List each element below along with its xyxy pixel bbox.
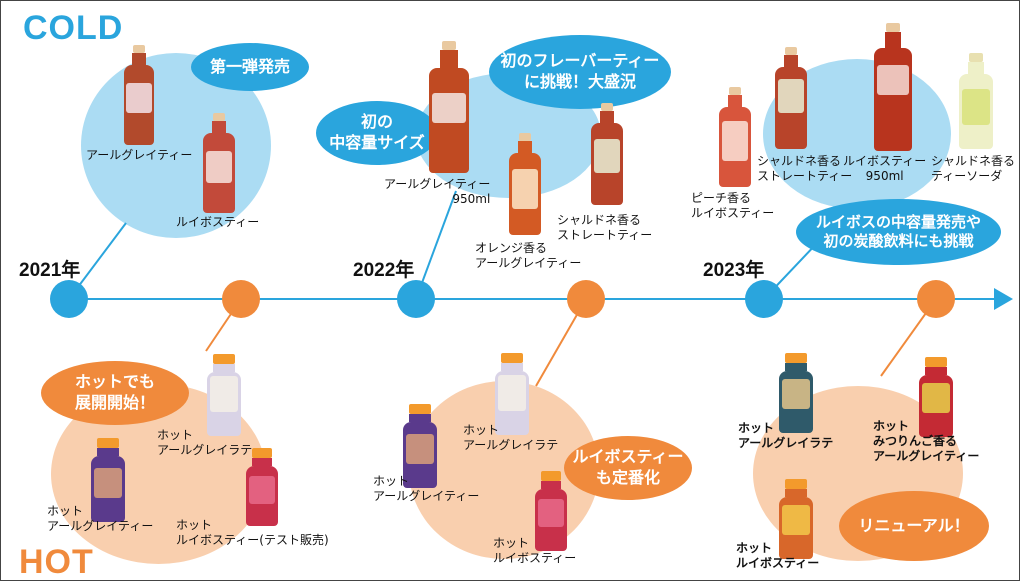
bubble-cold-2023: ルイボスの中容量発売や 初の炭酸飲料にも挑戦 — [796, 199, 1001, 265]
node-cold-2023 — [745, 280, 783, 318]
label-cold-2023-soda: シャルドネ香る ティーソーダ — [931, 154, 1016, 183]
label-cold-2023-chardonnay: シャルドネ香る ストレートティー — [757, 154, 853, 183]
timeline-arrow — [994, 288, 1013, 310]
bubble-cold-2022-midsize: 初の 中容量サイズ — [316, 101, 438, 165]
bottle-hot-2022-latte — [495, 353, 529, 435]
label-hot-2021-earl: ホット アールグレイティー — [47, 504, 154, 533]
bottle-hot-2023-latte — [779, 353, 813, 433]
label-hot-2021-rooibos: ホット ルイボスティー(テスト販売) — [176, 518, 329, 547]
bottle-cold-2023-chardonnay — [775, 47, 807, 149]
year-2021: 2021年 — [19, 260, 81, 281]
label-hot-2022-earl: ホット アールグレイティー — [373, 474, 480, 503]
label-cold-2023-rooibos950: ルイボスティー 950ml — [843, 154, 927, 183]
bottle-hot-2021-earl — [91, 438, 125, 522]
node-cold-2021 — [50, 280, 88, 318]
node-hot-2023 — [917, 280, 955, 318]
bubble-cold-2022-flavor: 初のフレーバーティー に挑戦！大盛況 — [489, 35, 671, 109]
label-hot-2022-latte: ホット アールグレイラテ — [463, 423, 559, 452]
hot-title: HOT — [19, 543, 94, 581]
node-hot-2022 — [567, 280, 605, 318]
connector-cold-2022 — [415, 190, 457, 300]
year-2022: 2022年 — [353, 260, 415, 281]
label-cold-2022-chardonnay: シャルドネ香る ストレートティー — [557, 213, 653, 242]
bottle-cold-2021-rooibos — [203, 113, 235, 213]
label-hot-2021-latte: ホット アールグレイラテ — [157, 428, 253, 457]
bottle-hot-2023-apple — [919, 357, 953, 437]
bottle-hot-2022-rooibos — [535, 471, 567, 551]
label-cold-2022-orange: オレンジ香る アールグレイティー — [475, 241, 582, 270]
label-hot-2023-apple: ホット みつりんご香る アールグレイティー — [873, 419, 980, 463]
label-cold-2023-peach: ピーチ香る ルイボスティー — [691, 191, 775, 220]
bubble-hot-2021: ホットでも 展開開始！ — [41, 361, 189, 425]
label-hot-2023-rooibos: ホット ルイボスティー — [736, 541, 820, 570]
label-cold-2021-rooibos: ルイボスティー — [176, 215, 260, 229]
bubble-cold-2021: 第一弾発売 — [191, 43, 309, 91]
bubble-hot-2022: ルイボスティー も定番化 — [564, 436, 692, 500]
label-hot-2022-rooibos: ホット ルイボスティー — [493, 536, 577, 565]
bottle-hot-2021-latte — [207, 354, 241, 436]
bottle-cold-2022-chardonnay — [591, 103, 623, 205]
node-hot-2021 — [222, 280, 260, 318]
label-cold-2022-earl950: アールグレイティー 950ml — [384, 177, 491, 206]
year-2023: 2023年 — [703, 260, 765, 281]
bottle-cold-2022-earl950 — [429, 41, 469, 173]
bottle-cold-2021-earl — [124, 45, 154, 145]
bottle-hot-2023-rooibos — [779, 479, 813, 559]
bottle-hot-2021-rooibos — [246, 448, 278, 526]
bottle-hot-2022-earl — [403, 404, 437, 488]
bubble-hot-2023: リニューアル！ — [839, 491, 989, 561]
node-cold-2022 — [397, 280, 435, 318]
bottle-cold-2023-peach — [719, 87, 751, 187]
bottle-cold-2023-rooibos950 — [874, 23, 912, 151]
cold-title: COLD — [23, 9, 124, 47]
label-cold-2021-earl: アールグレイティー — [86, 148, 193, 162]
label-hot-2023-latte: ホット アールグレイラテ — [738, 421, 834, 450]
bottle-cold-2022-orange — [509, 133, 541, 235]
bottle-cold-2023-soda — [959, 53, 993, 149]
